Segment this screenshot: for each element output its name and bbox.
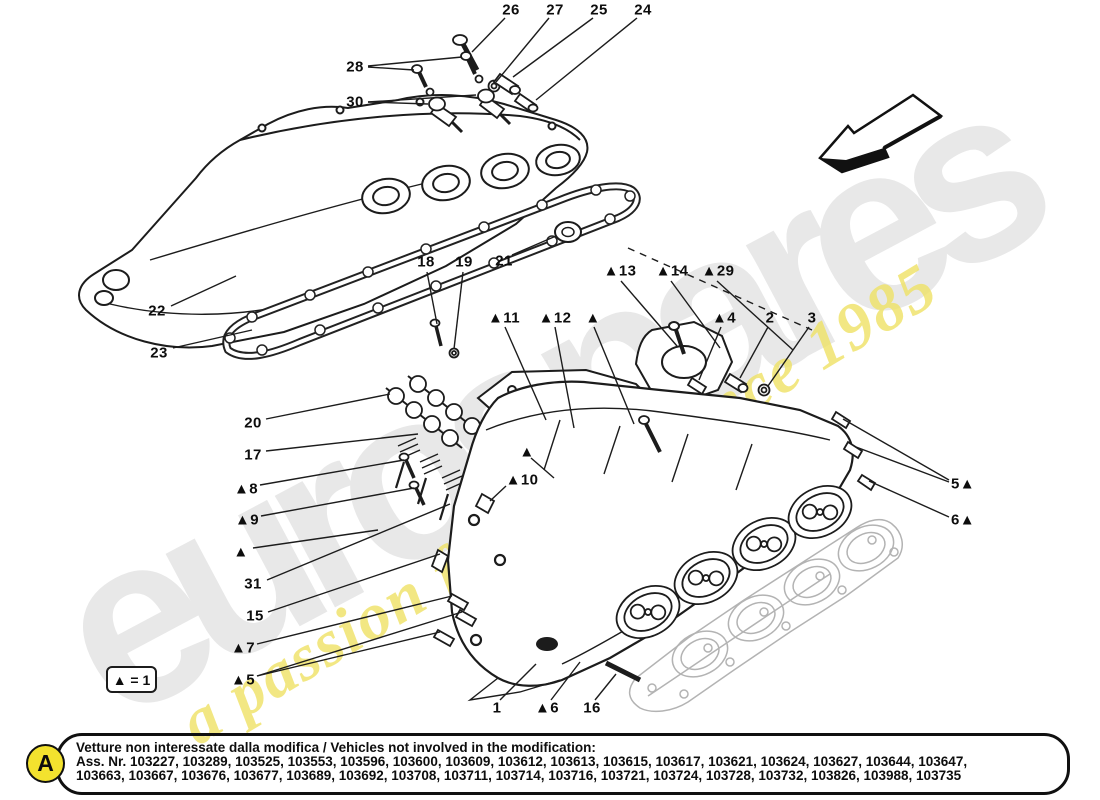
callout-22: 22	[148, 302, 166, 320]
callout-tri7: ▲7	[231, 639, 255, 657]
callout-18: 18	[417, 253, 435, 271]
thermostat-cover	[634, 320, 734, 404]
callout-tri9: ▲9	[235, 511, 259, 529]
footer-line-3: 103663, 103667, 103676, 103677, 103689, …	[76, 768, 962, 784]
callout-tri12: ▲12	[538, 309, 572, 327]
callout-tri: ▲	[233, 543, 249, 561]
callout-tri8: ▲8	[234, 480, 258, 498]
callout-tri5: ▲5	[231, 671, 255, 689]
callout-6tri: 6▲	[951, 511, 975, 529]
callout-27: 27	[546, 1, 564, 19]
callout-tri4: ▲4	[712, 309, 736, 327]
direction-arrow	[818, 93, 944, 174]
head-gasket	[628, 518, 904, 713]
fasteners	[398, 34, 877, 683]
legend-text: ▲ = 1	[112, 671, 151, 688]
callout-tri: ▲	[519, 443, 535, 461]
valve-cover-gasket	[222, 182, 641, 360]
callout-24: 24	[634, 1, 652, 19]
footer-line-2: Ass. Nr. 103227, 103289, 103525, 103553,…	[76, 754, 968, 770]
callout-2: 2	[765, 309, 775, 327]
callout-31: 31	[244, 575, 262, 593]
callout-5tri: 5▲	[951, 475, 975, 493]
footer-text: Vetture non interessate dalla modifica /…	[76, 740, 1056, 784]
callout-tri6: ▲6	[535, 699, 559, 717]
callout-tri13: ▲13	[603, 262, 637, 280]
legend-box: ▲ = 1	[106, 666, 157, 693]
callout-15: 15	[246, 607, 264, 625]
callout-tri: ▲	[585, 309, 601, 327]
callout-19: 19	[455, 253, 473, 271]
callout-28: 28	[346, 58, 364, 76]
callout-17: 17	[244, 446, 262, 464]
callout-1: 1	[492, 699, 502, 717]
combustion-chambers	[615, 484, 853, 640]
callout-tri29: ▲29	[701, 262, 735, 280]
note-badge: A	[26, 744, 65, 783]
callout-16: 16	[583, 699, 601, 717]
callout-23: 23	[150, 344, 168, 362]
callout-20: 20	[244, 414, 262, 432]
cylinder-head	[446, 380, 854, 702]
callout-26: 26	[502, 1, 520, 19]
callout-tri14: ▲14	[655, 262, 689, 280]
callout-30: 30	[346, 93, 364, 111]
callout-tri10: ▲10	[505, 471, 539, 489]
leader-lines	[170, 17, 950, 701]
callout-3: 3	[807, 309, 817, 327]
callout-25: 25	[590, 1, 608, 19]
sensor	[477, 88, 512, 126]
callout-tri11: ▲11	[488, 309, 520, 327]
sensor	[428, 96, 464, 134]
footer-line-1: Vetture non interessate dalla modifica /…	[76, 740, 596, 755]
callout-21: 21	[495, 252, 513, 270]
valve-cover	[78, 94, 589, 349]
